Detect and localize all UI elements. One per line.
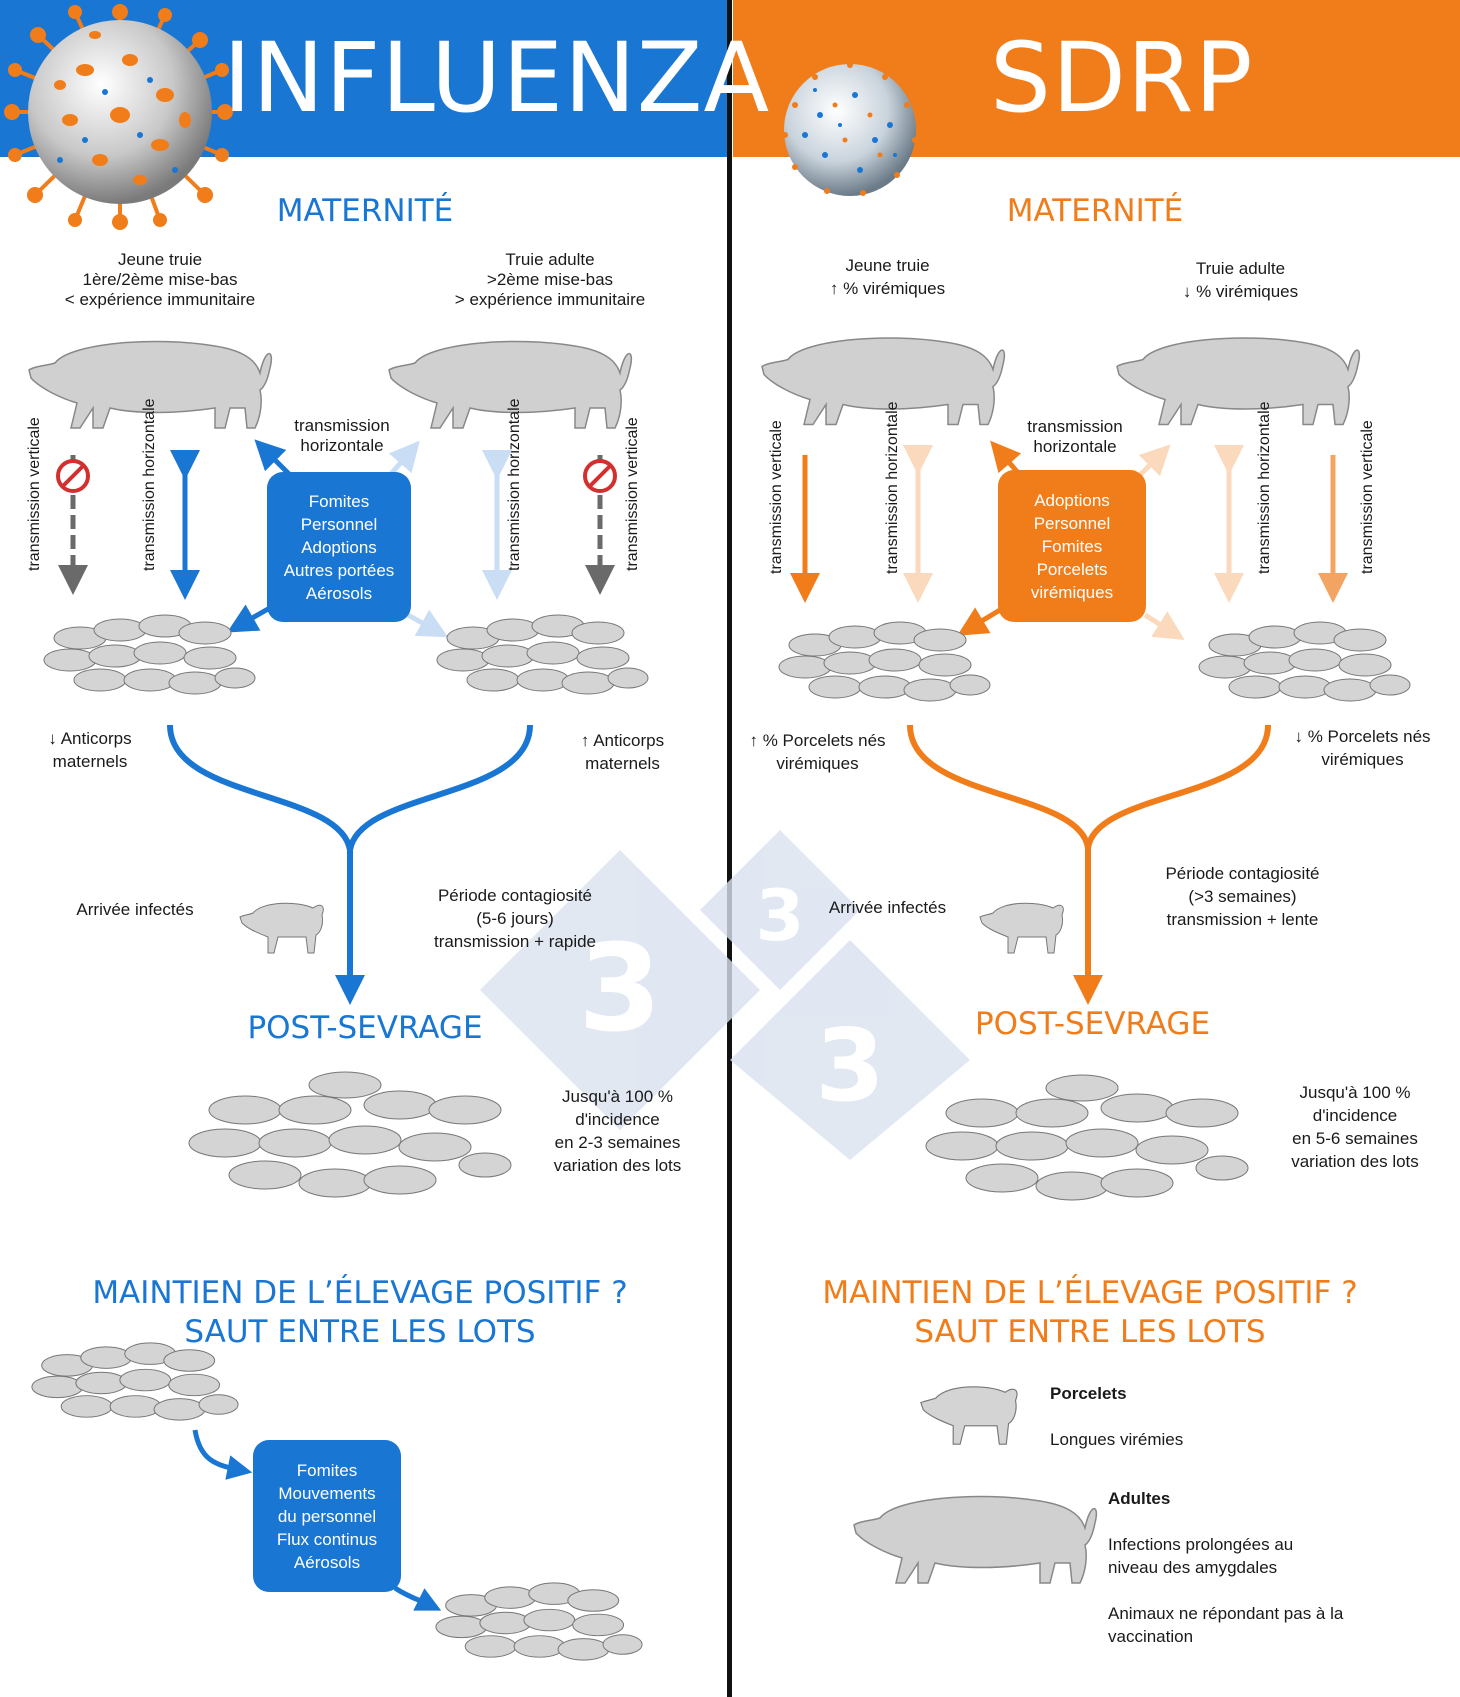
watermark-digit: 3: [578, 920, 662, 1059]
sdrp-adultes-title: Adultes: [1108, 1489, 1171, 1508]
sdrp-maternite-heading: MATERNITÉ: [1006, 193, 1184, 229]
sdrp-virus-icon: [782, 62, 918, 196]
sdrp-post-sevrage-heading: POST-SEVRAGE: [974, 1006, 1211, 1042]
influenza-adult-sow-label: Truie adulte>2ème mise-bas> expérience i…: [454, 250, 646, 309]
influenza-maternite-arrows: [56, 439, 617, 638]
influenza-periode-label: Période contagiosité(5-6 jours)transmiss…: [433, 886, 597, 951]
sdrp-adult-sow-label: Truie adulte↓ % virémiques: [1182, 259, 1299, 301]
influenza-arriving-piglet-icon: [239, 902, 324, 954]
watermark-digit: 3: [815, 1007, 885, 1124]
influenza-lot-arrows: [192, 1429, 442, 1611]
sdrp-young-sow-label: Jeune truie↑ % virémiques: [829, 256, 946, 298]
sdrp-adultes-text1: Infections prolongées au niveau des amyg…: [1108, 1535, 1294, 1577]
sdrp-maintien-heading: MAINTIEN DE L’ÉLEVAGE POSITIF ?SAUT ENTR…: [822, 1275, 1358, 1350]
sdrp-adult-sow-icon: [853, 1495, 1097, 1584]
influenza-title: INFLUENZA: [223, 22, 771, 134]
sdrp-porcelets-text: Longues virémies: [1050, 1430, 1184, 1449]
sdrp-piglet-icon: [920, 1386, 1018, 1445]
sdrp-young-sow-icon: [761, 337, 1005, 426]
sdrp-adultes-text2: Animaux ne répondant pas à la vaccinatio…: [1108, 1604, 1344, 1646]
influenza-piglets-target-icon: [435, 1582, 643, 1661]
watermark-digit: 3: [756, 875, 805, 957]
influenza-young-sow-icon: [28, 340, 272, 429]
sdrp-adult-sow-icon: [1116, 337, 1360, 426]
sdrp-piglets-left-icon: [778, 621, 991, 702]
sdrp-post-sevrage-pigs-icon: [925, 1074, 1249, 1201]
sdrp-merge-arrow: [907, 724, 1271, 1005]
sdrp-porcelets-title: Porcelets: [1050, 1384, 1127, 1403]
influenza-maternite-heading: MATERNITÉ: [276, 193, 454, 229]
influenza-merge-arrow: [167, 724, 533, 1005]
influenza-arrivee-label: Arrivée infectés: [76, 900, 194, 919]
influenza-virus-icon: [4, 4, 233, 230]
prohibited-icon: [56, 459, 90, 493]
influenza-adult-sow-icon: [388, 340, 632, 429]
influenza-post-sevrage-pigs-icon: [188, 1071, 512, 1198]
influenza-piglets-left-icon: [43, 614, 256, 695]
watermark-logo: 3 3 3: [480, 830, 970, 1160]
sdrp-arrivee-label: Arrivée infectés: [828, 898, 947, 917]
influenza-piglets-source-icon: [31, 1342, 239, 1421]
center-divider: [727, 0, 732, 1697]
influenza-piglets-right-icon: [436, 614, 649, 695]
sdrp-periode-label: Période contagiosité(>3 semaines)transmi…: [1165, 864, 1320, 929]
sdrp-piglets-right-icon: [1198, 621, 1411, 702]
influenza-maintien-heading: MAINTIEN DE L’ÉLEVAGE POSITIF ?SAUT ENTR…: [92, 1275, 628, 1350]
sdrp-arriving-piglet-icon: [979, 902, 1064, 954]
sdrp-title: SDRP: [990, 22, 1254, 134]
prohibited-icon: [583, 459, 617, 493]
influenza-post-sevrage-heading: POST-SEVRAGE: [247, 1010, 483, 1046]
